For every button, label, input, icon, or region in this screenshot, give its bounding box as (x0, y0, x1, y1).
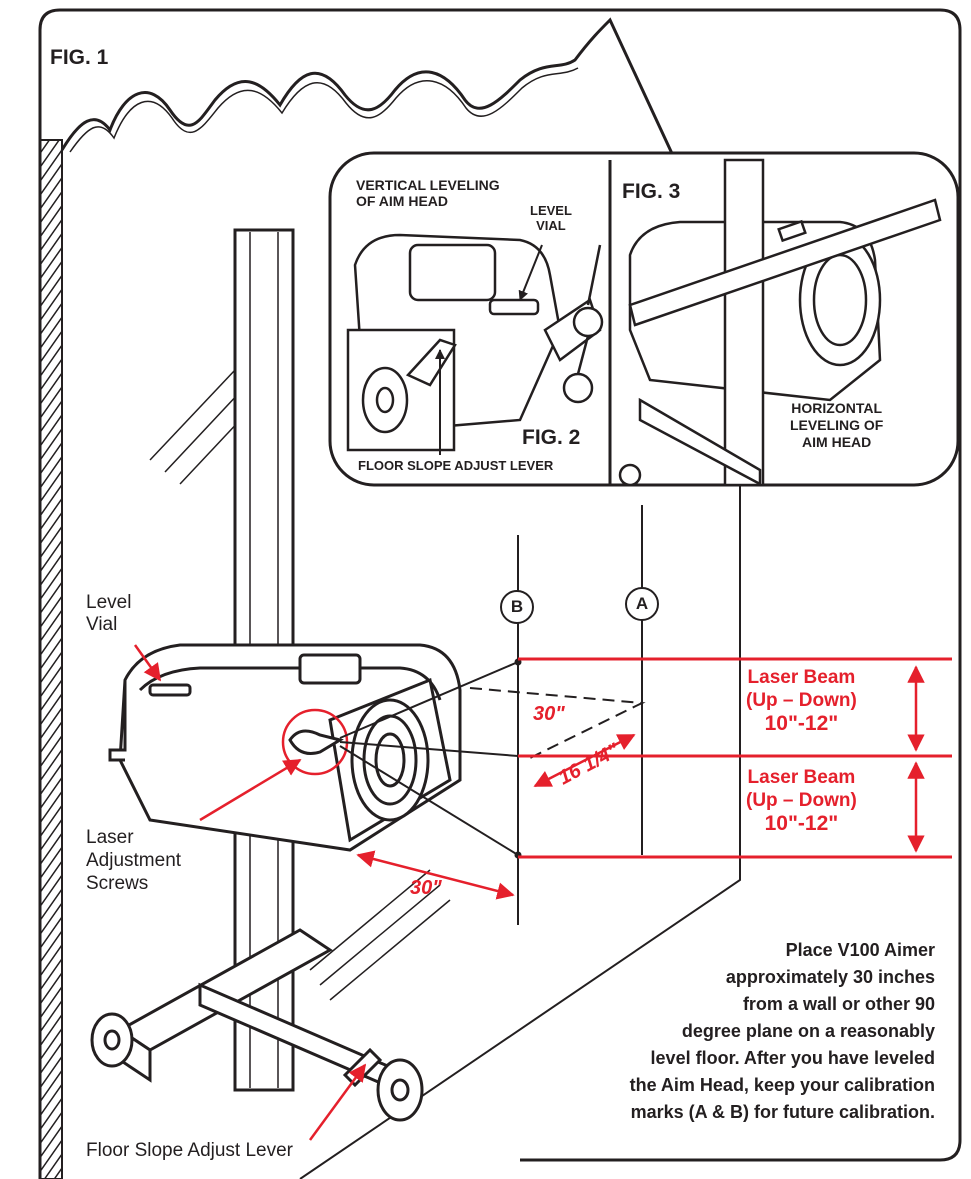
instructions-line-2: approximately 30 inches (725, 967, 935, 987)
laser-beam-lower-line1: Laser Beam (747, 767, 856, 788)
laser-beam-upper-line1: Laser Beam (747, 667, 856, 688)
laser-beam-upper-line2: (Up – Down) (746, 690, 857, 711)
dimension-arrows (356, 665, 925, 900)
instructions-line-6: the Aim Head, keep your calibration (629, 1075, 935, 1095)
level-vial-label: Level Vial (86, 592, 131, 636)
instructions-line-1: Place V100 Aimer (785, 940, 935, 960)
fig3-label: FIG. 3 (622, 180, 681, 203)
fig2-floor-slope-label: FLOOR SLOPE ADJUST LEVER (358, 458, 554, 473)
fig2-level-vial-line2: VIAL (536, 218, 566, 233)
floor-slope-lever-label: Floor Slope Adjust Lever (86, 1140, 294, 1161)
fig2-drawing (346, 233, 604, 452)
label-leaders (133, 644, 367, 1141)
instructions-text: Place V100 Aimer approximately 30 inches… (630, 937, 935, 1126)
fig3-caption-line1: HORIZONTAL (791, 400, 883, 416)
laser-screws-label: Laser Adjustment Screws (86, 826, 181, 895)
outer-border (38, 8, 962, 1179)
mark-a: A (625, 587, 659, 621)
fig3-caption-line2: LEVELING OF (790, 417, 884, 433)
instructions-line-7: marks (A & B) for future calibration. (630, 1102, 935, 1122)
laser-screws-line1: Laser (86, 827, 134, 848)
level-vial-line1: Level (86, 592, 132, 613)
fig3-caption: HORIZONTAL LEVELING OF AIM HEAD (790, 400, 883, 451)
instructions-line-3: from a wall or other 90 (742, 994, 935, 1014)
fig1-label: FIG. 1 (50, 46, 109, 69)
laser-beam-upper-label: Laser Beam (Up – Down) 10"-12" (746, 666, 857, 735)
laser-screws-line2: Adjustment (86, 850, 182, 871)
wall-torn-edge (60, 17, 742, 301)
left-wall-strip (39, 139, 63, 1179)
aim-head (108, 643, 462, 852)
laser-beam-lower-line2: (Up – Down) (746, 790, 857, 811)
instructions-line-4: degree plane on a reasonably (681, 1021, 935, 1041)
level-vial-line2: Vial (86, 614, 118, 635)
fig3-drawing (618, 158, 942, 487)
dim-wall-distance-lower: 30" (410, 877, 442, 899)
fig2-level-vial-line1: LEVEL (530, 203, 572, 218)
dim-wall-distance-upper: 30" (533, 703, 565, 725)
wall-torn-edge-inner (69, 67, 579, 153)
wall-reflection-lines (149, 369, 451, 1001)
fig2-level-vial-label: LEVEL VIAL (530, 203, 572, 233)
laser-beam-lower-label: Laser Beam (Up – Down) 10"-12" (746, 766, 857, 835)
wall-plane (61, 150, 741, 1179)
fig2-title: VERTICAL LEVELING OF AIM HEAD (356, 177, 500, 209)
instructions-line-5: level floor. After you have leveled (650, 1048, 935, 1068)
fig2-leaders (435, 244, 543, 455)
laser-screws-line3: Screws (86, 873, 149, 894)
laser-beam-lower-range: 10"-12" (764, 812, 839, 835)
laser-beam-upper-range: 10"-12" (764, 712, 839, 735)
mark-b: B (500, 590, 534, 624)
fig2-label: FIG. 2 (522, 426, 581, 449)
fig3-caption-line3: AIM HEAD (802, 434, 872, 450)
fig2-title-line1: VERTICAL LEVELING (356, 177, 500, 193)
fig2-title-line2: OF AIM HEAD (356, 193, 449, 209)
laser-lines (339, 661, 519, 856)
